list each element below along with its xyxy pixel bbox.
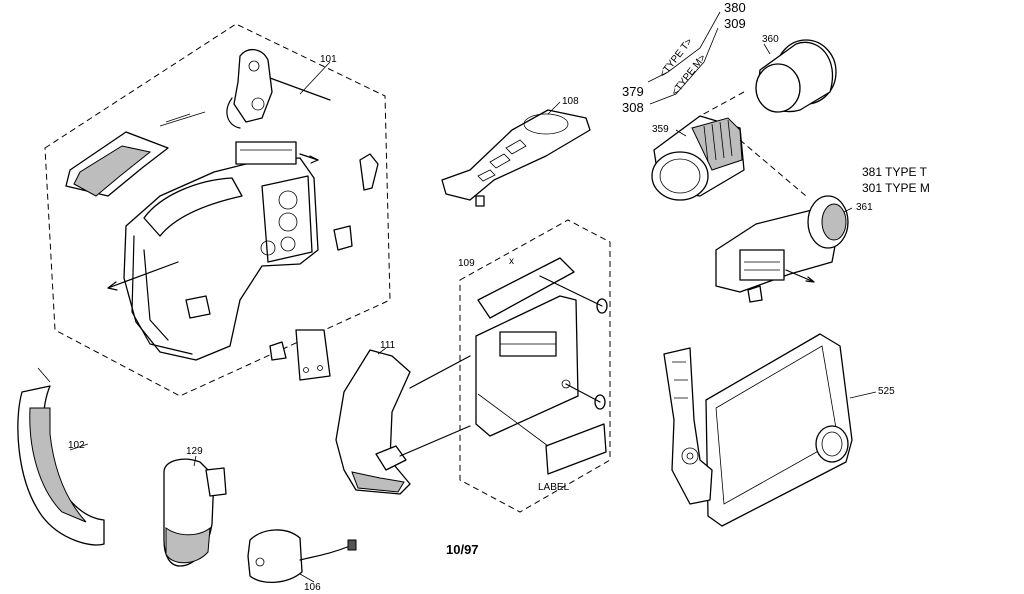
part-129-cap (163, 458, 227, 567)
leader-lines (69, 11, 877, 583)
part-106-cover (247, 529, 357, 583)
label-102: 102 (68, 440, 85, 451)
label-301-type-m: 301 TYPE M (862, 181, 930, 195)
label-309: 309 (724, 16, 746, 31)
label-109: 109 (458, 258, 475, 269)
label-129: 129 (186, 446, 203, 457)
label-108: 108 (562, 96, 579, 107)
label-308: 308 (622, 100, 644, 115)
label-525: 525 (878, 386, 895, 397)
label-379: 379 (622, 84, 644, 99)
label-101: 101 (320, 54, 337, 65)
part-111-grip (335, 349, 471, 495)
label-380: 380 (724, 0, 746, 15)
label-381-type-t: 381 TYPE T (862, 165, 928, 179)
part-360-eyecup (755, 39, 837, 113)
label-111: 111 (380, 340, 396, 351)
label-361: 361 (856, 202, 873, 213)
part-359-lens-barrel (651, 91, 807, 201)
date-code: 10/97 (446, 542, 479, 557)
label-360: 360 (762, 34, 779, 45)
part-361-viewfinder (715, 195, 849, 303)
part-525-side-cover (663, 333, 853, 527)
assembly-101 (44, 23, 391, 397)
part-108-top-cover (441, 109, 591, 207)
label-106: 106 (304, 582, 321, 593)
part-102-strap (17, 367, 105, 546)
label-plate-text: LABEL (538, 482, 570, 493)
assembly-109 (459, 219, 611, 513)
label-359: 359 (652, 124, 669, 135)
label-x-mark: x (509, 256, 514, 267)
